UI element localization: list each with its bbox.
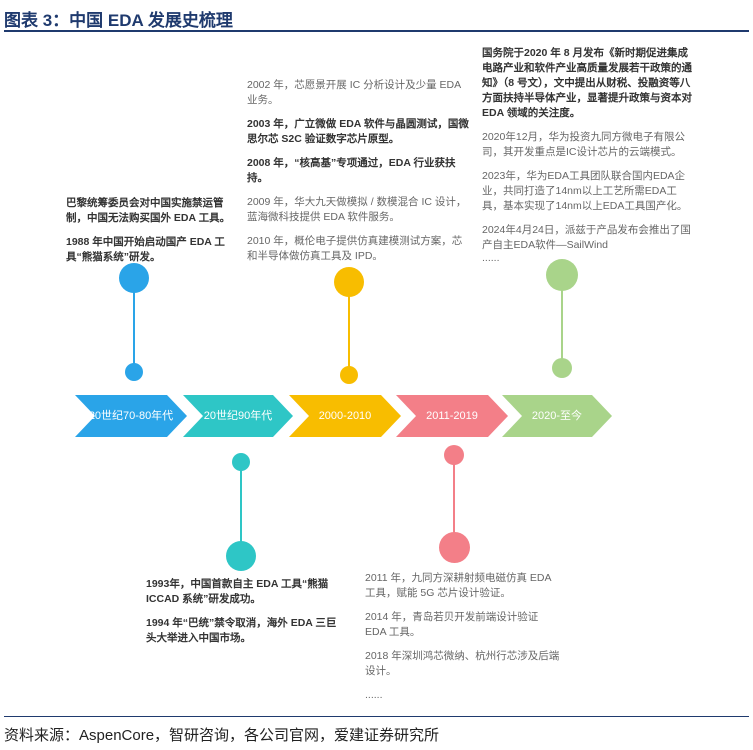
era4-chevron-shape bbox=[396, 395, 508, 437]
era3-event-2: 2003 年，广立微做 EDA 软件与晶圆测试，国微思尔芯 S2C 验证数字芯片… bbox=[247, 118, 469, 145]
era3-chevron-shape bbox=[289, 395, 401, 437]
era5-event-3: 2023年，华为EDA工具团队联合国内EDA企业，共同打造了14nm以上工艺所需… bbox=[482, 170, 688, 212]
era2-small-dot bbox=[232, 453, 250, 471]
era5-event-2: 2020年12月，华为投资九同方微电子有限公司，其开发重点是IC设计芯片的云端模… bbox=[482, 131, 686, 158]
era1-events: 巴黎统筹委员会对中国实施禁运管制，中国无法购买国外 EDA 工具。 1988 年… bbox=[66, 196, 238, 274]
era2-event-2: 1994 年“巴统”禁令取消，海外 EDA 三巨头大举进入中国市场。 bbox=[146, 617, 337, 644]
era3-stem bbox=[348, 282, 350, 374]
era3-event-4: 2009 年，华大九天做模拟 / 数模混合 IC 设计，蓝海微科技提供 EDA … bbox=[247, 196, 467, 223]
era3-label: 2000-2010 bbox=[318, 410, 372, 422]
era5-label: 2020-至今 bbox=[531, 410, 583, 422]
era1-large-dot bbox=[119, 263, 149, 293]
era5-event-4: 2024年4月24日，派兹于产品发布会推出了国产自主EDA软件—SailWind bbox=[482, 224, 691, 251]
era2-chevron-shape bbox=[183, 395, 293, 437]
era5-small-dot bbox=[552, 358, 572, 378]
era5-large-dot bbox=[546, 259, 578, 291]
era3-small-dot bbox=[340, 366, 358, 384]
era4-event-1: 2011 年，九同方深耕射频电磁仿真 EDA 工具，赋能 5G 芯片设计验证。 bbox=[365, 572, 551, 599]
era1-event-2: 1988 年中国开始启动国产 EDA 工具“熊猫系统”研发。 bbox=[66, 236, 225, 263]
era-chevron-1: 20世纪70-80年代 bbox=[75, 395, 187, 437]
era5-event-5: ...... bbox=[482, 252, 500, 264]
era1-stem bbox=[133, 280, 135, 372]
era4-event-3: 2018 年深圳鸿芯微纳、杭州行芯涉及后端设计。 bbox=[365, 650, 560, 677]
era5-chevron-shape bbox=[502, 395, 612, 437]
title-rule bbox=[4, 30, 749, 32]
era1-event-1: 巴黎统筹委员会对中国实施禁运管制，中国无法购买国外 EDA 工具。 bbox=[66, 197, 231, 224]
era2-event-1: 1993年，中国首款自主 EDA 工具“熊猫ICCAD 系统”研发成功。 bbox=[146, 578, 329, 605]
era1-small-dot bbox=[125, 363, 143, 381]
source-note: 资料来源：AspenCore，智研咨询，各公司官网，爱建证券研究所 bbox=[4, 727, 440, 744]
era4-event-2: 2014 年，青岛若贝开发前端设计验证 EDA 工具。 bbox=[365, 611, 539, 638]
era1-label: 20世纪70-80年代 bbox=[88, 410, 174, 422]
era2-large-dot bbox=[226, 541, 256, 571]
era5-events: 国务院于2020 年 8 月发布《新时期促进集成电路产业和软件产业高质量发展若干… bbox=[482, 46, 697, 272]
era3-event-1: 2002 年，芯愿景开展 IC 分析设计及少量 EDA 业务。 bbox=[247, 79, 461, 106]
era-chevron-5: 2020-至今 bbox=[502, 395, 612, 437]
era2-stem bbox=[240, 463, 242, 555]
era-chevron-4: 2011-2019 bbox=[396, 395, 508, 437]
era4-stem bbox=[453, 455, 455, 547]
era1-chevron-shape bbox=[75, 395, 187, 437]
era4-events: 2011 年，九同方深耕射频电磁仿真 EDA 工具，赋能 5G 芯片设计验证。 … bbox=[365, 571, 560, 712]
era5-event-1: 国务院于2020 年 8 月发布《新时期促进集成电路产业和软件产业高质量发展若干… bbox=[482, 47, 692, 119]
era4-small-dot bbox=[444, 445, 464, 465]
footer-rule bbox=[4, 716, 749, 717]
era3-event-3: 2008 年，“核高基”专项通过，EDA 行业获扶持。 bbox=[247, 157, 456, 184]
era2-events: 1993年，中国首款自主 EDA 工具“熊猫ICCAD 系统”研发成功。 199… bbox=[146, 577, 346, 655]
era3-large-dot bbox=[334, 267, 364, 297]
era4-event-4: ...... bbox=[365, 689, 383, 701]
era-chevron-2: 20世纪90年代 bbox=[183, 395, 293, 437]
era4-label: 2011-2019 bbox=[426, 410, 478, 422]
era3-events: 2002 年，芯愿景开展 IC 分析设计及少量 EDA 业务。 2003 年，广… bbox=[247, 78, 469, 273]
figure-title: 图表 3：中国 EDA 发展史梳理 bbox=[4, 11, 233, 30]
era5-stem bbox=[561, 275, 563, 367]
era2-label: 20世纪90年代 bbox=[203, 410, 273, 422]
era-chevron-3: 2000-2010 bbox=[289, 395, 401, 437]
era3-event-5: 2010 年，概伦电子提供仿真建模测试方案，芯和半导体做仿真工具及 IPD。 bbox=[247, 235, 463, 262]
era4-large-dot bbox=[439, 532, 470, 563]
